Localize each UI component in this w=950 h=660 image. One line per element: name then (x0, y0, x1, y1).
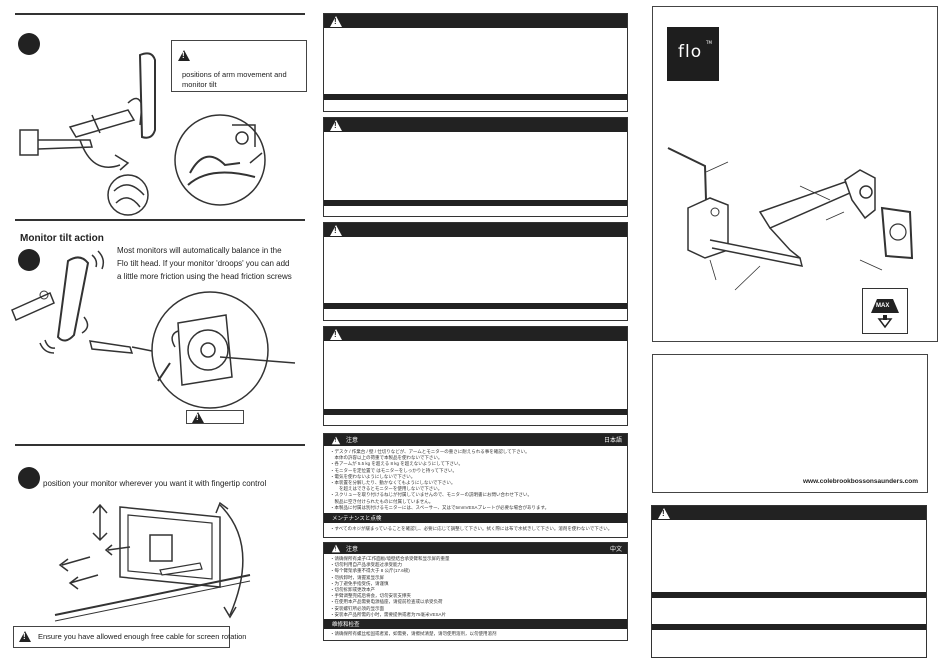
warning-box-2 (323, 117, 628, 217)
warning-icon (330, 225, 342, 236)
chinese-header: 注意 中文 (324, 543, 627, 554)
zh-line: ・安装本产品所需的小时，需要提供或者为75毫米VESA片 (330, 611, 447, 617)
warning-footer-2 (324, 200, 627, 206)
tilt-heading: Monitor tilt action (20, 233, 104, 244)
positions-note-box: positions of arm movement and monitor ti… (171, 40, 307, 92)
jp-line: ・デスク / 作業台 / 壁 / 仕切りなどが、アームとモニターの重さに耐えられ… (330, 449, 530, 454)
japanese-header-lang: 日本語 (603, 438, 622, 444)
japanese-maint-body: ・すべてのネジが緩まっていることを確認し、必要に応じて調整して下さい。拭く際には… (330, 526, 622, 532)
zh-line: ・手臂调整完成后将会，切勿安装支撑夹 (330, 593, 411, 599)
jp-line: ・モニターを定位置で はモニターをしっかりと持って下さい。 (330, 467, 458, 473)
jp-line: ・スクリューを取り付けるねじが付属していませんので、モニターの説明書にお問い合わ… (330, 492, 533, 498)
warning-footer-right-2 (652, 624, 926, 630)
flo-logo-tm: TM (706, 40, 712, 45)
position-illustration (54, 501, 251, 622)
warning-icon (331, 436, 341, 445)
warning-icon (331, 544, 341, 553)
chinese-maint-title: 维修和检查 (332, 622, 360, 628)
position-description: position your monitor wherever you want … (43, 479, 267, 488)
japanese-header-title: 注意 (346, 438, 359, 444)
website-link[interactable]: www.colebrookbossonsaunders.com (803, 478, 918, 485)
japanese-header: 注意 日本語 (324, 434, 627, 446)
japanese-lines: ・デスク / 作業台 / 壁 / 仕切りなどが、アームとモニターの重さに耐えられ… (330, 449, 622, 511)
zh-line: ・切勿拆卸或更改本产 (330, 587, 375, 593)
jp-line: ・電気を使わないようにしないで下さい。 (330, 473, 416, 479)
japanese-section: 注意 日本語 ・デスク / 作業台 / 壁 / 仕切りなどが、アームとモニターの… (323, 433, 628, 538)
zh-line: ・勿拆卸时，请握紧显示屏 (330, 574, 384, 580)
arm-illustration-1 (19, 52, 266, 216)
warning-icon (330, 329, 342, 340)
warning-icon (330, 16, 342, 27)
product-panel (652, 6, 938, 342)
contact-panel (652, 354, 928, 493)
zh-maint-line: ・请确保所有螺丝松固或者紧，如需要，请擦拭清楚，请勿使用溶剂，以勿使用溶剂 (330, 631, 497, 636)
warning-header-1 (324, 14, 627, 28)
warning-icon (192, 412, 204, 423)
jp-line: ・各アームが 5.5 kg を超える 8 kg を超えないようにして下さい。 (330, 461, 463, 467)
jp-line: 本体の許容以上の荷重で本製品を使わないで下さい。 (330, 455, 443, 461)
japanese-maint-title: メンテナンスと点検 (332, 516, 382, 522)
jp-line: ・本製品に付属は別付けるモニターには、スペーサー、又はで5mmVESAプレートが… (330, 504, 550, 510)
flo-logo-text: flo (678, 42, 703, 62)
warning-box-right (651, 505, 927, 658)
tilt-line-3: a little more friction using the head fr… (117, 272, 292, 281)
chinese-maint-header: 维修和检查 (324, 619, 627, 629)
japanese-maint-header: メンテナンスと点検 (324, 513, 627, 523)
chinese-maint-body: ・请确保所有螺丝松固或者紧，如需要，请擦拭清楚，请勿使用溶剂，以勿使用溶剂 (330, 631, 622, 637)
warning-footer-4 (324, 409, 627, 415)
chinese-header-lang: 中文 (609, 547, 622, 553)
warning-box-4 (323, 326, 628, 426)
zh-line: ・在使用本产品需要电源插座，请提前检查或以承受负荷 (330, 599, 443, 605)
chinese-header-title: 注意 (346, 547, 359, 553)
max-label: MAX (876, 303, 890, 309)
tilt-line-1: Most monitors will automatically balance… (117, 246, 282, 255)
chinese-section: 注意 中文 ・请确保所有桌子/工作面板/墙壁结合承受臂和显示屏的重量 ・切勿利用… (323, 542, 628, 641)
step-marker-1 (18, 33, 40, 55)
jp-line: 製品に空き付けられたものに付属していません。 (330, 498, 434, 504)
step-marker-3 (18, 467, 40, 489)
warning-header-right (652, 506, 926, 520)
warning-footer-right-1 (652, 592, 926, 598)
warning-box-1 (323, 13, 628, 112)
chinese-lines: ・请确保所有桌子/工作面板/墙壁结合承受臂和显示屏的重量 ・切勿利用自产品承受超… (330, 556, 622, 618)
tilt-line-2: Flo tilt head. If your monitor 'droops' … (117, 259, 290, 268)
warning-header-4 (324, 327, 627, 341)
warning-footer-3 (324, 303, 627, 309)
tilt-description: Most monitors will automatically balance… (117, 244, 307, 283)
max-load-badge: MAX (862, 288, 908, 334)
max-load-icon (871, 299, 899, 329)
zh-line: ・为了避免手指受伤，请谨慎 (330, 580, 389, 586)
jp-line: を超えはできるとモニターを使用しないで下さい。 (330, 486, 443, 492)
divider-mid-2 (15, 444, 305, 446)
warning-header-2 (324, 118, 627, 132)
tilt-illustration (11, 250, 296, 409)
jp-line: ・本装置を分解したり、動かなくてもようにしないで下さい。 (330, 480, 456, 486)
zh-line: ・切勿利用自产品承受超过承受能力 (330, 562, 402, 568)
zh-line: ・请确保所有桌子/工作面板/墙壁结合承受臂和显示屏的重量 (330, 556, 450, 561)
tilt-warning-tag (186, 410, 244, 424)
flo-logo: flo TM (667, 27, 719, 81)
divider-mid-1 (15, 219, 305, 221)
cable-warning-box: Ensure you have allowed enough free cabl… (13, 626, 246, 648)
jp-maint-line: ・すべてのネジが緩まっていることを確認し、必要に応じて調整して下さい。拭く際には… (330, 526, 613, 531)
warning-icon (19, 631, 31, 642)
warning-header-3 (324, 223, 627, 237)
zh-line: ・安装螺钉所必须的显示面 (330, 605, 384, 611)
divider-top (15, 13, 305, 15)
step-marker-2 (18, 249, 40, 271)
cable-warning-text: Ensure you have allowed enough free cabl… (38, 632, 247, 641)
warning-icon (658, 508, 670, 519)
warning-icon (330, 120, 342, 131)
warning-icon (178, 50, 190, 61)
positions-note-line2: monitor tilt (182, 80, 217, 89)
zh-line: ・每个臂架承重不得大于 8 公斤(17.6磅) (330, 568, 410, 574)
product-illustration (667, 147, 914, 291)
warning-box-3 (323, 222, 628, 321)
warning-footer-1 (324, 94, 627, 100)
positions-note-line1: positions of arm movement and (182, 70, 287, 79)
